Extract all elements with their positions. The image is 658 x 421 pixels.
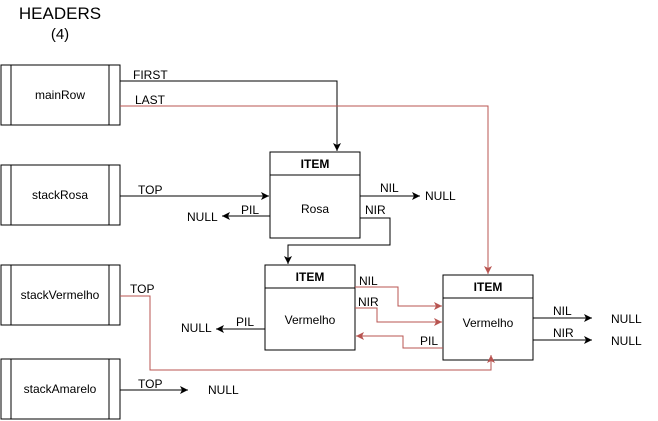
label-v2-nir: NIR bbox=[553, 326, 574, 340]
item-rosa-title: ITEM bbox=[301, 157, 330, 171]
item-rosa[interactable]: ITEM Rosa bbox=[269, 151, 361, 239]
header-mainrow[interactable]: mainRow bbox=[0, 64, 121, 126]
header-stackrosa[interactable]: stackRosa bbox=[0, 164, 121, 226]
header-mainrow-label: mainRow bbox=[35, 88, 85, 102]
item-rosa-body: Rosa bbox=[301, 202, 329, 216]
edge-rosa-nir bbox=[284, 217, 391, 264]
label-v1-nil: NIL bbox=[359, 274, 378, 288]
label-amarelo-top: TOP bbox=[138, 377, 162, 391]
edge-first bbox=[120, 80, 341, 151]
label-v1-pil: PIL bbox=[236, 315, 254, 329]
label-v2-pil: PIL bbox=[420, 334, 438, 348]
diagram-subtitle: (4) bbox=[51, 26, 69, 43]
header-stackvermelho[interactable]: stackVermelho bbox=[0, 264, 121, 326]
header-stackamarelo[interactable]: stackAmarelo bbox=[0, 358, 121, 420]
label-rosa-nir: NIR bbox=[365, 203, 386, 217]
item-vermelho-2-body: Vermelho bbox=[463, 316, 514, 330]
edge-vermelho-top bbox=[120, 295, 495, 371]
label-v2-nil: NIL bbox=[553, 304, 572, 318]
null-v2-nir: NULL bbox=[611, 334, 642, 348]
edge-last bbox=[120, 105, 492, 274]
label-vermelho-top: TOP bbox=[130, 282, 154, 296]
header-stackvermelho-label: stackVermelho bbox=[21, 288, 100, 302]
null-v1-pil: NULL bbox=[181, 321, 212, 335]
diagram-title: HEADERS bbox=[19, 4, 101, 23]
label-rosa-top: TOP bbox=[138, 183, 162, 197]
null-rosa-nil: NULL bbox=[425, 189, 456, 203]
null-rosa-pil: NULL bbox=[187, 210, 218, 224]
item-vermelho-1[interactable]: ITEM Vermelho bbox=[264, 264, 356, 351]
header-stackrosa-label: stackRosa bbox=[32, 188, 88, 202]
label-rosa-nil: NIL bbox=[380, 181, 399, 195]
label-rosa-pil: PIL bbox=[241, 203, 259, 217]
header-stackamarelo-label: stackAmarelo bbox=[24, 382, 97, 396]
item-vermelho-2[interactable]: ITEM Vermelho bbox=[442, 274, 534, 361]
edge-v1-nir bbox=[355, 307, 442, 326]
item-vermelho-1-body: Vermelho bbox=[285, 313, 336, 327]
item-vermelho-2-title: ITEM bbox=[474, 280, 503, 294]
label-last: LAST bbox=[135, 93, 166, 107]
null-amarelo: NULL bbox=[208, 383, 239, 397]
edge-v2-pil bbox=[356, 332, 443, 349]
label-v1-nir: NIR bbox=[358, 295, 379, 309]
item-vermelho-1-title: ITEM bbox=[296, 270, 325, 284]
null-v2-nil: NULL bbox=[611, 312, 642, 326]
label-first: FIRST bbox=[133, 68, 168, 82]
edge-v1-nil bbox=[355, 286, 442, 310]
